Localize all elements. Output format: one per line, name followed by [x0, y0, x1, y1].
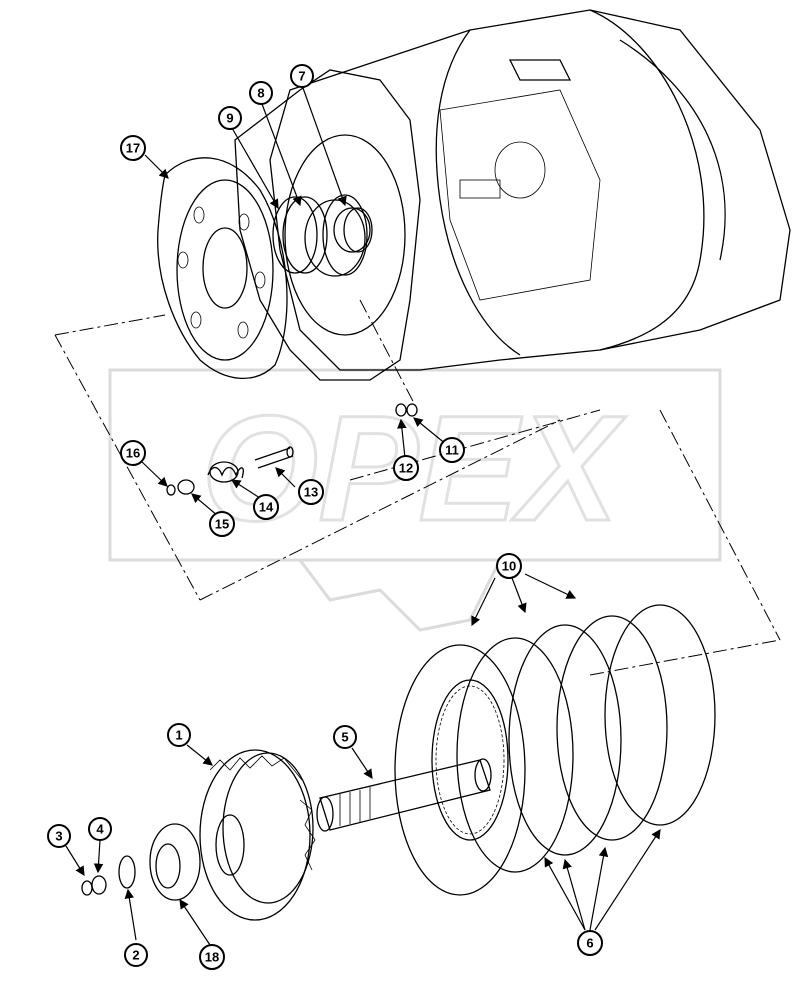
svg-text:1: 1	[175, 728, 182, 743]
svg-text:3: 3	[55, 829, 62, 844]
svg-text:4: 4	[96, 822, 104, 837]
shaft	[316, 758, 492, 832]
alignment-lines	[54, 299, 781, 676]
svg-text:12: 12	[399, 461, 413, 476]
washer-11	[406, 403, 418, 417]
valve-parts	[166, 403, 418, 496]
svg-text:9: 9	[226, 111, 233, 126]
svg-text:10: 10	[502, 559, 516, 574]
callout-11: 11	[439, 437, 465, 463]
callout-7: 7	[290, 64, 314, 88]
clutch-disc-pack	[394, 604, 716, 896]
watermark: OPEX	[108, 368, 722, 632]
seal-ring-8	[282, 196, 328, 274]
callout-5: 5	[333, 725, 357, 749]
callout-2: 2	[124, 943, 148, 967]
svg-text:15: 15	[215, 517, 229, 532]
callout-9: 9	[218, 106, 242, 130]
callout-12: 12	[393, 455, 419, 481]
svg-text:7: 7	[298, 69, 305, 84]
seal-ring-9	[272, 196, 318, 274]
callout-17: 17	[120, 135, 146, 161]
svg-text:2: 2	[132, 948, 139, 963]
cover-plate	[157, 157, 288, 379]
small-gears	[81, 823, 201, 901]
callout-10: 10	[496, 553, 522, 579]
callout-13: 13	[298, 479, 324, 505]
callout-16: 16	[120, 440, 146, 466]
svg-text:8: 8	[257, 86, 264, 101]
callout-15: 15	[209, 511, 235, 537]
svg-text:6: 6	[586, 936, 593, 951]
spacer-15	[177, 479, 195, 495]
callout-8: 8	[249, 81, 273, 105]
pin-13	[254, 447, 294, 469]
svg-text:16: 16	[126, 446, 140, 461]
callout-14: 14	[253, 494, 279, 520]
svg-text:5: 5	[341, 730, 348, 745]
washer-12	[395, 403, 407, 417]
svg-text:14: 14	[259, 500, 274, 515]
spring-14	[207, 466, 244, 479]
svg-text:11: 11	[445, 443, 459, 458]
bearing-carrier	[234, 69, 421, 381]
hub-gear	[199, 749, 316, 921]
svg-text:17: 17	[126, 141, 140, 156]
seal-ring-7	[343, 207, 373, 253]
callout-1: 1	[167, 723, 191, 747]
svg-text:13: 13	[304, 485, 318, 500]
leader-lines	[65, 87, 661, 946]
ring-16	[166, 484, 176, 496]
transmission-housing	[269, 9, 791, 371]
callout-3: 3	[47, 824, 71, 848]
callout-18: 18	[199, 944, 225, 970]
callout-6: 6	[577, 930, 603, 956]
callout-4: 4	[88, 817, 112, 841]
svg-text:18: 18	[205, 950, 219, 965]
